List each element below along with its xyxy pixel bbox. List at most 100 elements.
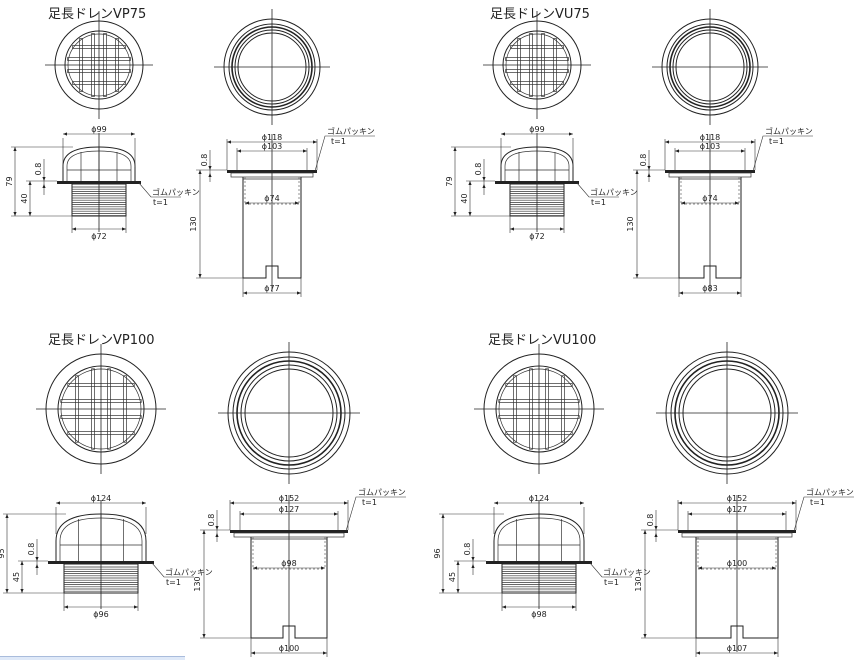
grate-gasket-label: ゴムパッキン xyxy=(603,567,651,577)
pipe-inner-dia-dim-label: ϕ74 xyxy=(264,194,279,203)
pipe-dia-dim-label: ϕ107 xyxy=(727,644,748,653)
pipe-height-dim: 130 xyxy=(634,530,647,638)
pipe-inner-flange-dia-dim-label: ϕ127 xyxy=(279,505,300,514)
grate-thread-dia-dim-label: ϕ72 xyxy=(529,232,544,241)
product-title: 足長ドレンVP75 xyxy=(48,7,146,22)
grate-total-height-dim: 95 xyxy=(0,514,9,593)
pipe-dia-dim-label: ϕ77 xyxy=(264,284,279,293)
pipe-height-dim-label: 130 xyxy=(193,576,202,591)
grate-body-height-dim: 40 xyxy=(20,181,32,216)
pipe-flange-t-label: 0.8 xyxy=(207,514,216,527)
pipe-flange-dia-dim-label: ϕ118 xyxy=(262,133,283,142)
grate-outer-dia-dim: ϕ99 xyxy=(63,125,135,136)
grate-top-view xyxy=(45,11,153,119)
grate-body-height-dim-label: 45 xyxy=(448,572,457,582)
grate-outer-dia-dim: ϕ124 xyxy=(56,494,146,505)
product-title: 足長ドレンVU75 xyxy=(490,7,590,22)
pipe-flange-dia-dim-label: ϕ152 xyxy=(279,494,300,503)
grate-body-height-dim-label: 40 xyxy=(460,193,469,203)
pipe-height-dim-label: 130 xyxy=(634,576,643,591)
pipe-inner-dia-dim: ϕ100 xyxy=(698,559,776,570)
grate-gasket-label: ゴムパッキン xyxy=(590,187,638,197)
pipe-height-dim-label: 130 xyxy=(189,216,198,231)
pipe-gasket-t-label: t=1 xyxy=(810,498,825,507)
grate-total-height-dim: 79 xyxy=(445,147,457,216)
pipe-flange-dia-dim: ϕ152 xyxy=(678,494,796,505)
pipe-gasket-t-label: t=1 xyxy=(362,498,377,507)
grate-outer-dia-dim: ϕ124 xyxy=(494,494,584,505)
product-title: 足長ドレンVU100 xyxy=(488,333,596,348)
pipe-top-view xyxy=(214,9,330,125)
pipe-inner-dia-dim: ϕ98 xyxy=(253,559,325,570)
grate-top-view xyxy=(483,11,591,119)
grate-total-height-dim-label: 96 xyxy=(433,548,442,558)
pipe-height-dim: 130 xyxy=(193,530,206,638)
pipe-top-view xyxy=(656,342,798,484)
grate-total-height-dim: 79 xyxy=(5,147,17,216)
pipe-inner-dia-dim-label: ϕ74 xyxy=(702,194,717,203)
pipe-inner-dia-dim-label: ϕ100 xyxy=(727,559,748,568)
grate-gasket-t-label: t=1 xyxy=(153,198,168,207)
grate-outer-dia-dim-label: ϕ99 xyxy=(529,125,544,134)
grate-thread-dia-dim: ϕ98 xyxy=(502,605,576,619)
pipe-inner-flange-dia-dim: ϕ127 xyxy=(240,505,338,516)
pipe-inner-flange-dia-dim-label: ϕ127 xyxy=(727,505,748,514)
pipe-inner-dia-dim-label: ϕ98 xyxy=(281,559,296,568)
pipe-dia-dim-label: ϕ100 xyxy=(279,644,300,653)
grate-thread-dia-dim-label: ϕ98 xyxy=(531,610,546,619)
grate-body-height-dim: 45 xyxy=(448,561,460,593)
pipe-gasket-label: ゴムパッキン xyxy=(327,126,375,136)
blue-status-bar xyxy=(0,656,185,660)
pipe-top-view xyxy=(218,342,360,484)
pipe-inner-flange-dia-dim-label: ϕ103 xyxy=(700,142,721,151)
grate-outer-dia-dim-label: ϕ124 xyxy=(529,494,550,503)
pipe-gasket-label: ゴムパッキン xyxy=(806,487,854,497)
grate-flange-t-label: 0.8 xyxy=(474,163,483,176)
grate-thread-dia-dim-label: ϕ72 xyxy=(91,232,106,241)
pipe-inner-flange-dia-dim: ϕ103 xyxy=(675,142,745,153)
grate-gasket-label: ゴムパッキン xyxy=(152,187,200,197)
pipe-dia-dim-label: ϕ83 xyxy=(702,284,717,293)
grate-total-height-dim-label: 79 xyxy=(5,176,14,186)
grate-top-view xyxy=(474,344,604,474)
grate-gasket-t-label: t=1 xyxy=(166,578,181,587)
pipe-flange-dia-dim: ϕ152 xyxy=(230,494,348,505)
pipe-flange-t-label: 0.8 xyxy=(639,154,648,167)
grate-total-height-dim-label: 79 xyxy=(445,176,454,186)
grate-top-view xyxy=(36,344,166,474)
pipe-gasket-t-label: t=1 xyxy=(769,137,784,146)
grate-total-height-dim: 96 xyxy=(433,514,445,593)
pipe-flange-t-label: 0.8 xyxy=(200,154,209,167)
pipe-gasket-t-label: t=1 xyxy=(331,137,346,146)
grate-flange-t-label: 0.8 xyxy=(34,163,43,176)
grate-total-height-dim-label: 95 xyxy=(0,548,6,558)
pipe-inner-flange-dia-dim: ϕ103 xyxy=(237,142,307,153)
pipe-gasket-label: ゴムパッキン xyxy=(358,487,406,497)
pipe-flange-dia-dim-label: ϕ152 xyxy=(727,494,748,503)
grate-flange-t-label: 0.8 xyxy=(463,543,472,556)
pipe-flange-t-label: 0.8 xyxy=(646,514,655,527)
pipe-flange-dia-dim: ϕ118 xyxy=(665,133,755,144)
grate-body-height-dim: 40 xyxy=(460,181,472,216)
pipe-dia-dim: ϕ107 xyxy=(696,644,778,655)
pipe-inner-flange-dia-dim-label: ϕ103 xyxy=(262,142,283,151)
grate-outer-dia-dim-label: ϕ124 xyxy=(91,494,112,503)
grate-body-height-dim-label: 45 xyxy=(12,572,21,582)
grate-gasket-t-label: t=1 xyxy=(604,578,619,587)
grate-thread-dia-dim: ϕ96 xyxy=(64,605,138,619)
pipe-dia-dim: ϕ77 xyxy=(243,284,301,295)
pipe-top-view xyxy=(652,9,768,125)
grate-thread-dia-dim: ϕ72 xyxy=(72,227,126,241)
pipe-height-dim: 130 xyxy=(189,170,202,278)
grate-thread-dia-dim: ϕ72 xyxy=(510,227,564,241)
pipe-flange-dia-dim-label: ϕ118 xyxy=(700,133,721,142)
pipe-flange-dia-dim: ϕ118 xyxy=(227,133,317,144)
